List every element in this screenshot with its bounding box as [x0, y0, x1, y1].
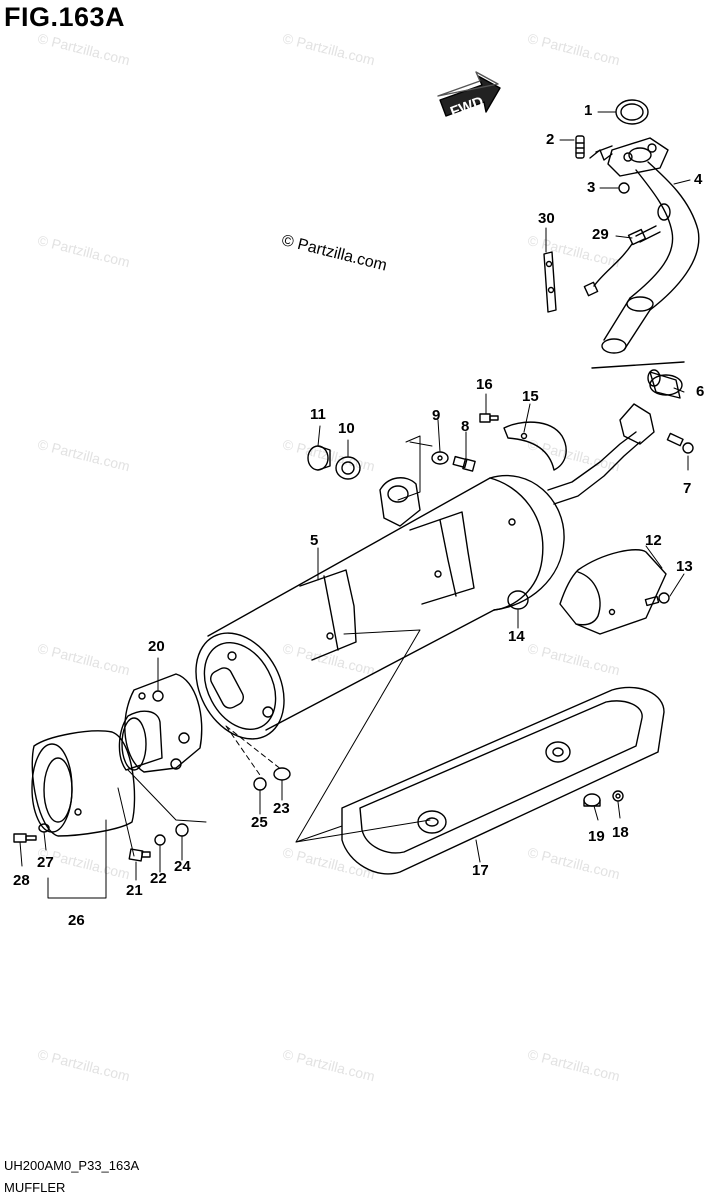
callout-4: 4 [694, 171, 703, 188]
callout-16: 16 [476, 376, 493, 393]
leader-lines [19, 111, 691, 899]
callout-24: 24 [174, 858, 191, 875]
callout-23: 23 [273, 800, 290, 817]
callout-19: 19 [588, 828, 605, 845]
tail-pipe-cover [31, 730, 136, 837]
callout-15: 15 [522, 388, 539, 405]
callout-13: 13 [676, 558, 693, 575]
o2-sensor [583, 225, 661, 297]
heat-shield-small [503, 421, 567, 471]
callout-14: 14 [508, 628, 525, 645]
muffler-end-cap [118, 673, 203, 773]
bolt-16 [479, 413, 499, 423]
callout-21: 21 [126, 882, 143, 899]
callout-12: 12 [645, 532, 662, 549]
sensor-bracket [543, 251, 557, 313]
callout-22: 22 [150, 870, 167, 887]
heat-cover-17 [341, 686, 665, 875]
callout-10: 10 [338, 420, 355, 437]
figure-title: FIG.163A [4, 2, 126, 32]
callout-3: 3 [587, 179, 596, 196]
bolt-13 [644, 592, 670, 607]
washer-24 [175, 823, 189, 837]
nut-23 [273, 767, 291, 781]
diagram-code: UH200AM0_P33_163A [4, 1158, 140, 1173]
exhaust-gasket [615, 99, 649, 125]
callout-30: 30 [538, 210, 555, 227]
collar-11 [307, 445, 331, 471]
callout-26: 26 [68, 912, 85, 929]
bolt-8 [452, 455, 476, 472]
callout-9: 9 [432, 407, 441, 424]
screw-28 [13, 833, 37, 843]
bolt-21 [128, 848, 151, 862]
callout-7: 7 [683, 480, 692, 497]
pipe-sleeve [647, 369, 683, 399]
collar-19 [583, 793, 601, 807]
callout-11: 11 [310, 406, 326, 423]
callout-1: 1 [584, 102, 593, 119]
callout-29: 29 [592, 226, 609, 243]
callout-20: 20 [148, 638, 165, 655]
bolt-7 [666, 432, 694, 454]
stud-bolt [575, 135, 585, 159]
callout-25: 25 [251, 814, 268, 831]
callout-28: 28 [13, 872, 30, 889]
washer-9 [431, 451, 449, 465]
fwd-arrow-icon: FWD [437, 71, 501, 121]
callout-2: 2 [546, 131, 555, 148]
callout-17: 17 [472, 862, 489, 879]
washer-25 [253, 777, 267, 791]
diagram-caption: MUFFLER [4, 1180, 66, 1195]
callout-5: 5 [310, 532, 319, 549]
callout-8: 8 [461, 418, 470, 435]
flange-nut [618, 182, 630, 194]
callout-6: 6 [696, 383, 705, 400]
muffler-body [195, 403, 655, 740]
heat-shield-12 [559, 549, 667, 635]
grommet-10 [335, 456, 361, 480]
screw-18 [612, 790, 624, 802]
washer-22 [154, 834, 166, 846]
callout-27: 27 [37, 854, 54, 871]
exhaust-pipe [601, 137, 700, 354]
callout-18: 18 [612, 824, 629, 841]
plug-14 [507, 590, 529, 610]
